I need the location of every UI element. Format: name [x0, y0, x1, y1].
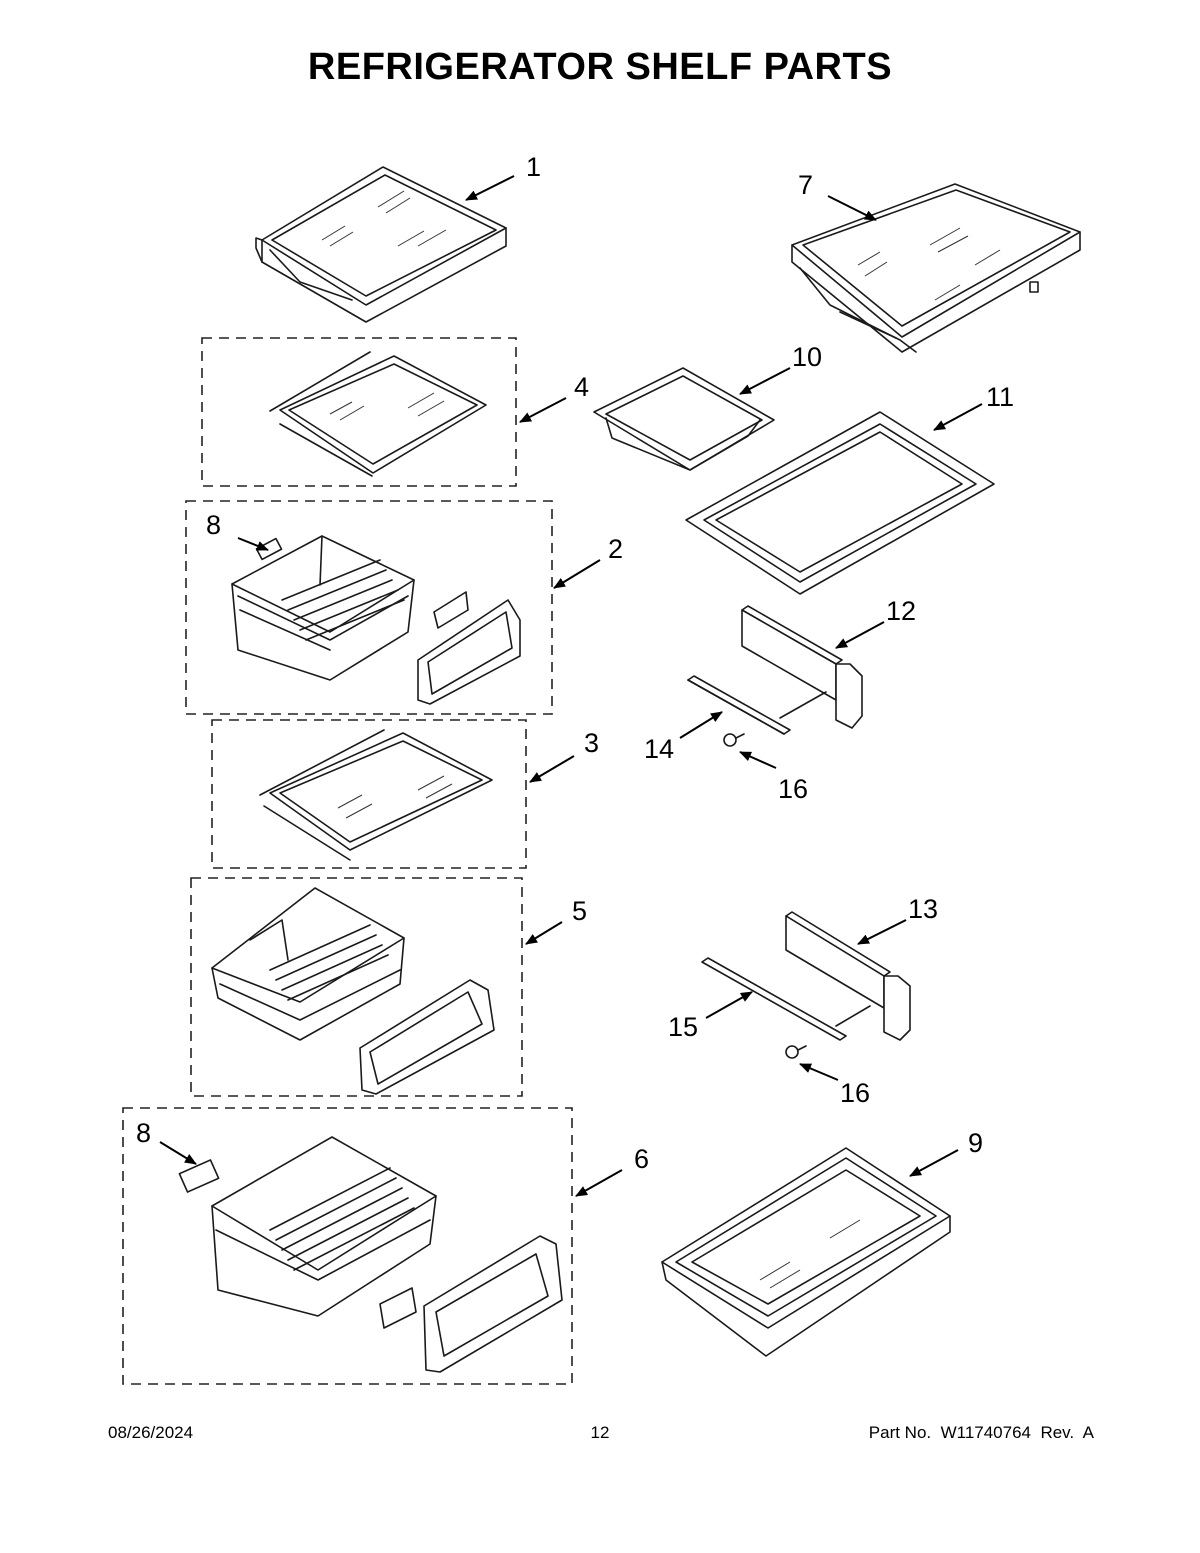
callout-6: 6: [634, 1144, 649, 1174]
callout-1: 1: [526, 152, 541, 182]
part-13-drawer-slide-cover: [785, 911, 911, 1041]
callout-9: 9: [968, 1128, 983, 1158]
part-14-drawer-rail: [687, 675, 827, 735]
part-12-drawer-slide-cover: [741, 605, 863, 729]
part-16-screw-top: [723, 733, 745, 747]
part-2-crisper-drawer: [231, 535, 521, 705]
callout-16-bottom: 16: [840, 1078, 870, 1108]
part-9-tray-with-glass: [661, 1147, 951, 1357]
part-1-glass-shelf: [255, 166, 507, 323]
callout-15: 15: [668, 1012, 698, 1042]
part-4-glass-shelf: [269, 351, 487, 477]
callout-14: 14: [644, 734, 674, 764]
part-10-small-bin: [593, 367, 775, 471]
part-3-group-outline: [211, 719, 527, 869]
part-5-group-outline: [190, 877, 523, 1097]
callout-2: 2: [608, 534, 623, 564]
part-15-drawer-rail: [701, 957, 871, 1041]
callout-3: 3: [584, 728, 599, 758]
page-title: REFRIGERATOR SHELF PARTS: [307, 46, 893, 88]
callout-12: 12: [886, 596, 916, 626]
part-11-tray: [685, 411, 995, 595]
callout-labels: 1 7 4 10 11 8 2 12 3 14 16 5 13 15 16 8 …: [136, 152, 1014, 1174]
callout-7: 7: [798, 170, 813, 200]
part-4-group-outline: [201, 337, 517, 487]
footer-date: 08/26/2024: [108, 1423, 194, 1442]
part-7-glass-shelf: [791, 183, 1081, 353]
part-6-crisper-drawer: [178, 1136, 563, 1373]
callout-16-top: 16: [778, 774, 808, 804]
part-16-screw-bottom: [785, 1045, 807, 1059]
callout-8-top: 8: [206, 510, 221, 540]
part-5-crisper-drawer: [211, 887, 495, 1095]
footer-part-number: Part No. W11740764 Rev. A: [868, 1423, 1094, 1442]
callout-11: 11: [986, 382, 1014, 412]
part-6-group-outline: [122, 1107, 573, 1385]
callout-4: 4: [574, 372, 589, 402]
callout-13: 13: [908, 894, 938, 924]
callout-10: 10: [792, 342, 822, 372]
footer-page-number: 12: [590, 1423, 610, 1442]
callout-5: 5: [572, 896, 587, 926]
part-3-glass-shelf: [259, 729, 493, 861]
callout-arrows: [159, 175, 983, 1197]
callout-8-bottom: 8: [136, 1118, 151, 1148]
